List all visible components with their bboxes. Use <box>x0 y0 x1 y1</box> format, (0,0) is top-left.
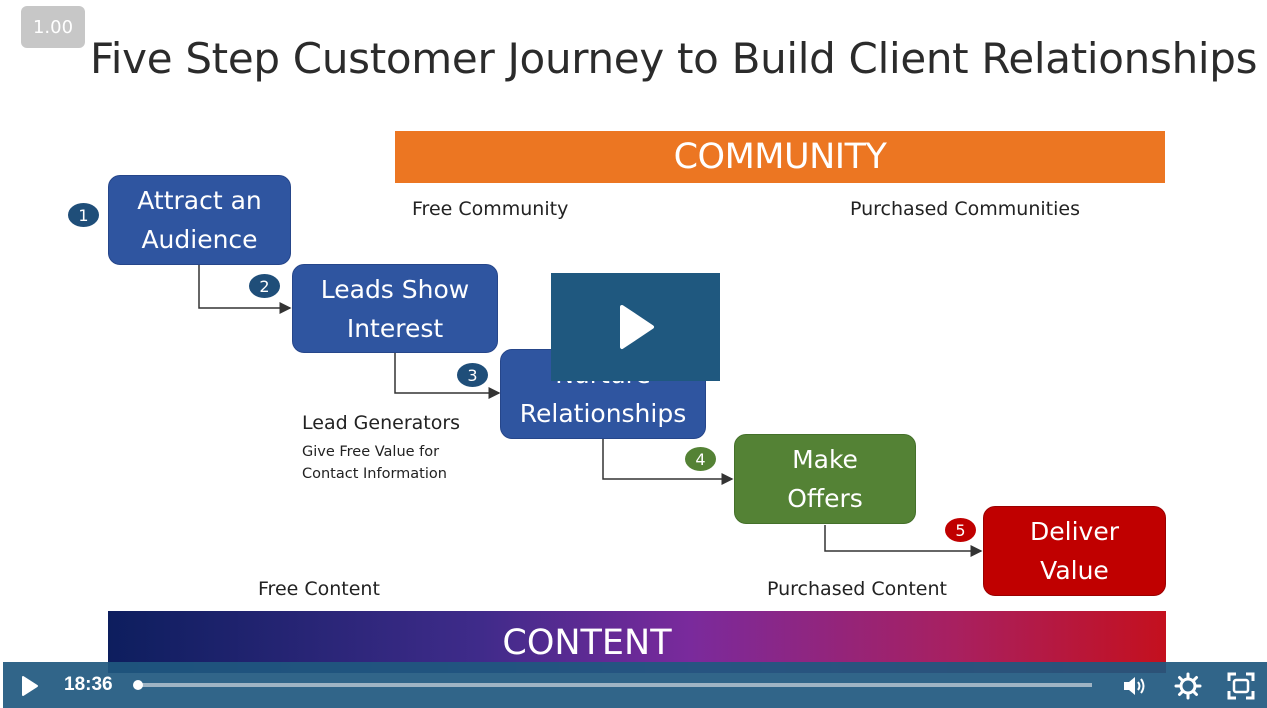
community-bar-label: COMMUNITY <box>673 137 887 177</box>
progress-bar[interactable] <box>132 680 1092 690</box>
step-4-line-2: Offers <box>787 484 863 513</box>
step-4-number: 4 <box>685 447 716 471</box>
volume-icon[interactable] <box>1120 671 1150 701</box>
lead-generators-description: Give Free Value for Contact Information <box>302 441 447 485</box>
purchased-content-label: Purchased Content <box>767 578 947 600</box>
content-bar-label: CONTENT <box>502 623 672 663</box>
step-4-line-1: Make <box>792 445 858 474</box>
connector-4-5 <box>824 525 983 557</box>
playback-speed-badge[interactable]: 1.00 <box>21 6 85 48</box>
lead-generators-desc-line-2: Contact Information <box>302 466 447 482</box>
lead-generators-title: Lead Generators <box>302 412 461 434</box>
community-bar: COMMUNITY <box>395 131 1165 183</box>
slide-title: Five Step Customer Journey to Build Clie… <box>90 34 1258 83</box>
big-play-button[interactable] <box>551 273 720 381</box>
step-2-line-1: Leads Show <box>320 274 470 304</box>
play-icon <box>619 305 654 349</box>
step-5-line-2: Value <box>1040 556 1109 585</box>
step-5-number: 5 <box>943 516 978 544</box>
play-icon[interactable] <box>16 673 42 699</box>
step-5-line-1: Deliver <box>1030 517 1119 546</box>
step-1-attract-audience: Attract an Audience <box>108 175 291 265</box>
lead-generators-desc-line-1: Give Free Value for <box>302 444 440 460</box>
step-3-number: 3 <box>457 363 488 387</box>
step-2-line-2: Interest <box>346 313 444 343</box>
current-time: 18:36 <box>64 674 113 695</box>
step-1-number: 1 <box>68 203 99 227</box>
free-content-label: Free Content <box>258 578 380 600</box>
step-3-line-2: Relationships <box>519 399 687 428</box>
connector-1-2 <box>198 265 292 314</box>
settings-gear-icon[interactable] <box>1173 671 1203 701</box>
connector-3-4 <box>602 439 734 485</box>
video-control-bar: 18:36 <box>3 662 1267 708</box>
connector-2-3 <box>394 353 501 399</box>
free-community-label: Free Community <box>412 198 569 220</box>
progress-knob[interactable] <box>132 680 143 690</box>
step-2-number: 2 <box>249 274 280 298</box>
purchased-communities-label: Purchased Communities <box>850 198 1080 220</box>
step-1-line-2: Audience <box>141 225 258 254</box>
fullscreen-icon[interactable] <box>1226 671 1256 701</box>
step-1-line-1: Attract an <box>137 186 262 215</box>
